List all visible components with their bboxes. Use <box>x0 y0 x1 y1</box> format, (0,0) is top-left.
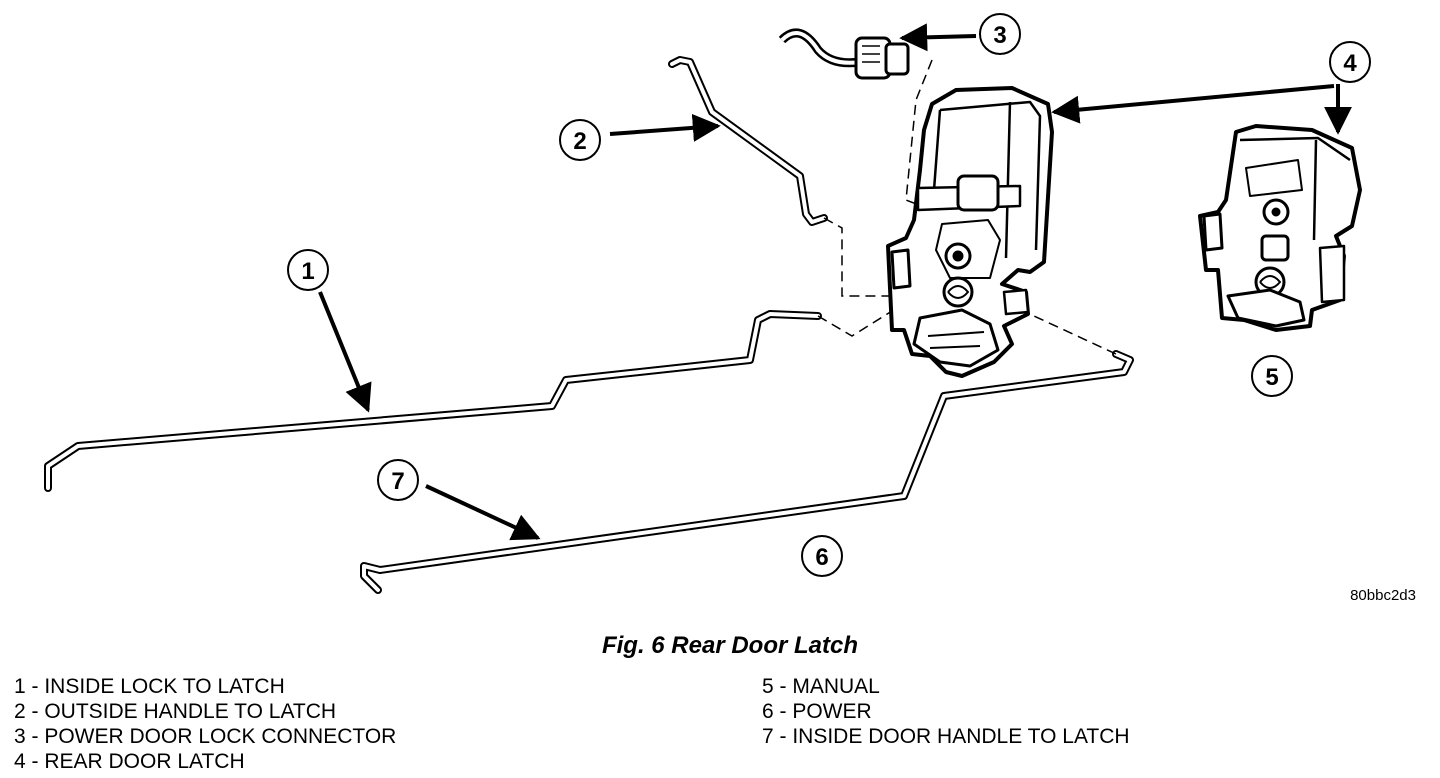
inside-door-handle-rod <box>360 350 1134 594</box>
legend-item-6: 6 - POWER <box>762 700 872 723</box>
callout-3: 3 <box>979 13 1021 55</box>
rear-door-latch-diagram: 1 2 3 4 5 6 7 <box>44 13 1371 594</box>
legend-item-3: 3 - POWER DOOR LOCK CONNECTOR <box>14 725 397 748</box>
manual-latch-assembly <box>1198 124 1362 332</box>
callout-5: 5 <box>1251 355 1293 397</box>
legend-item-7: 7 - INSIDE DOOR HANDLE TO LATCH <box>762 725 1130 748</box>
legend-item-2: 2 - OUTSIDE HANDLE TO LATCH <box>14 700 337 723</box>
power-latch-assembly <box>886 86 1054 378</box>
figure-code: 80bbc2d3 <box>1350 587 1416 604</box>
svg-text:1: 1 <box>301 258 314 285</box>
svg-text:6: 6 <box>815 544 828 571</box>
callout-4: 4 <box>1329 41 1371 83</box>
svg-text:2: 2 <box>573 128 586 155</box>
legend-right-column: 5 - MANUAL 6 - POWER 7 - INSIDE DOOR HAN… <box>762 674 1130 749</box>
svg-text:7: 7 <box>391 468 404 495</box>
alignment-lines <box>817 59 1117 355</box>
outside-handle-rod <box>668 56 828 226</box>
callout-7: 7 <box>377 459 419 501</box>
callout-6: 6 <box>801 535 843 577</box>
svg-text:3: 3 <box>993 22 1006 49</box>
legend-item-1: 1 - INSIDE LOCK TO LATCH <box>14 675 285 698</box>
legend-item-5: 5 - MANUAL <box>762 675 880 698</box>
power-door-lock-connector <box>778 28 910 80</box>
callout-1: 1 <box>287 249 329 291</box>
legend-item-4: 4 - REAR DOOR LATCH <box>14 750 245 773</box>
svg-text:5: 5 <box>1265 364 1278 391</box>
figure-caption: Fig. 6 Rear Door Latch <box>601 632 859 659</box>
svg-text:4: 4 <box>1343 50 1357 77</box>
inside-lock-rod <box>44 310 822 492</box>
leader-arrows <box>318 23 1352 541</box>
callout-2: 2 <box>559 119 601 161</box>
legend-left-column: 1 - INSIDE LOCK TO LATCH 2 - OUTSIDE HAN… <box>14 674 396 774</box>
